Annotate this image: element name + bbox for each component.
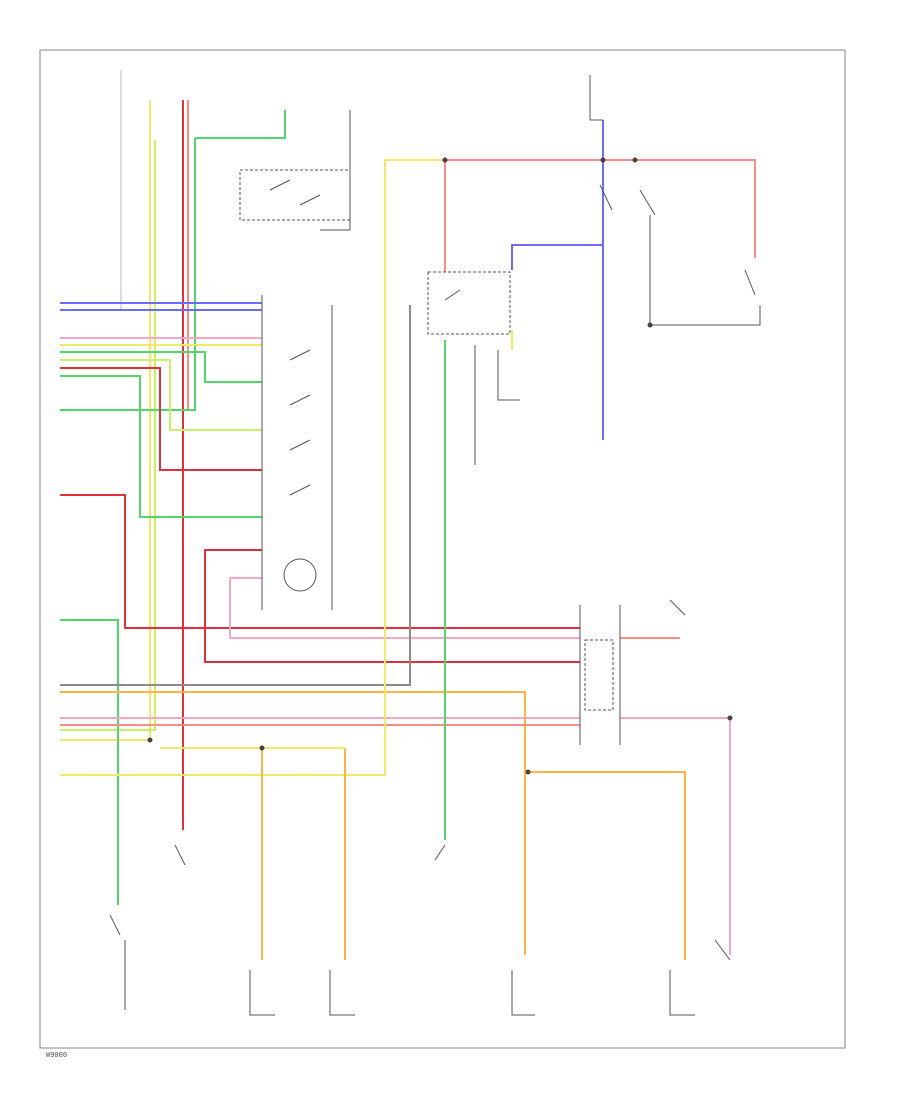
wire-red-left: [60, 367, 262, 471]
switch-contact-3: [289, 439, 311, 451]
wire-green-low: [60, 619, 119, 905]
wire-gray-low: [60, 305, 411, 686]
wire-green-top-down: [60, 138, 196, 411]
junction-dot: [442, 157, 448, 163]
junction-dot: [525, 769, 531, 775]
module-box: [584, 639, 614, 711]
wire-pink-top-right: [445, 159, 756, 258]
wire-red-left-2: [60, 494, 580, 629]
sensor-1-body: [249, 970, 275, 1016]
junction-dot: [727, 715, 733, 721]
wire-red-mid: [204, 549, 580, 663]
wire-yellow-low: [60, 159, 445, 776]
diagram-border: [39, 49, 846, 1049]
module-switch: [669, 599, 686, 616]
wire-pink-mid: [229, 577, 580, 639]
ignition-switch-contact-2: [299, 194, 321, 206]
wires: [60, 70, 756, 960]
wire-orange-drop-3: [528, 771, 686, 960]
ignition-switch-contact: [269, 179, 291, 191]
sensor-2-body: [329, 970, 355, 1016]
sensor-4-switch: [714, 939, 731, 961]
junction-dot: [632, 157, 638, 163]
footer-code: W9000: [46, 1051, 67, 1059]
low-switch-1: [174, 844, 186, 866]
wire-green-left-2: [60, 375, 262, 518]
right-switch-rail: [649, 215, 761, 326]
wire-blue-right-branch: [511, 244, 603, 270]
ignition-switch-box: [239, 169, 351, 221]
junction-dots: [147, 157, 733, 775]
junction-dot: [147, 737, 153, 743]
right-switch-3: [744, 269, 756, 296]
wire-green-left-1: [60, 351, 262, 383]
relay-contact: [444, 289, 461, 301]
low-switch-2: [434, 844, 446, 861]
switch-contact-4: [289, 484, 311, 496]
relay-box: [427, 271, 511, 335]
junction-dot: [600, 157, 606, 163]
junction-dot: [647, 322, 653, 328]
wire-green-top: [195, 110, 286, 139]
motor-symbol: [283, 558, 317, 592]
junction-dot: [259, 745, 265, 751]
low-switch-3: [109, 914, 121, 936]
sensor-4-body: [669, 970, 695, 1016]
components: [109, 75, 761, 1016]
wire-pink-right: [620, 717, 731, 955]
wire-lime-top: [60, 140, 156, 731]
right-switch-1: [599, 184, 613, 211]
wire-orange-low: [60, 691, 526, 955]
sensor-3-body: [511, 970, 535, 1016]
wire-lime-left: [60, 359, 262, 431]
switch-contact-2: [289, 394, 311, 406]
switch-contact-1: [289, 349, 311, 361]
wire-yellow-top: [60, 100, 151, 741]
right-switch-2: [639, 189, 656, 216]
sensor-lead: [497, 350, 520, 401]
